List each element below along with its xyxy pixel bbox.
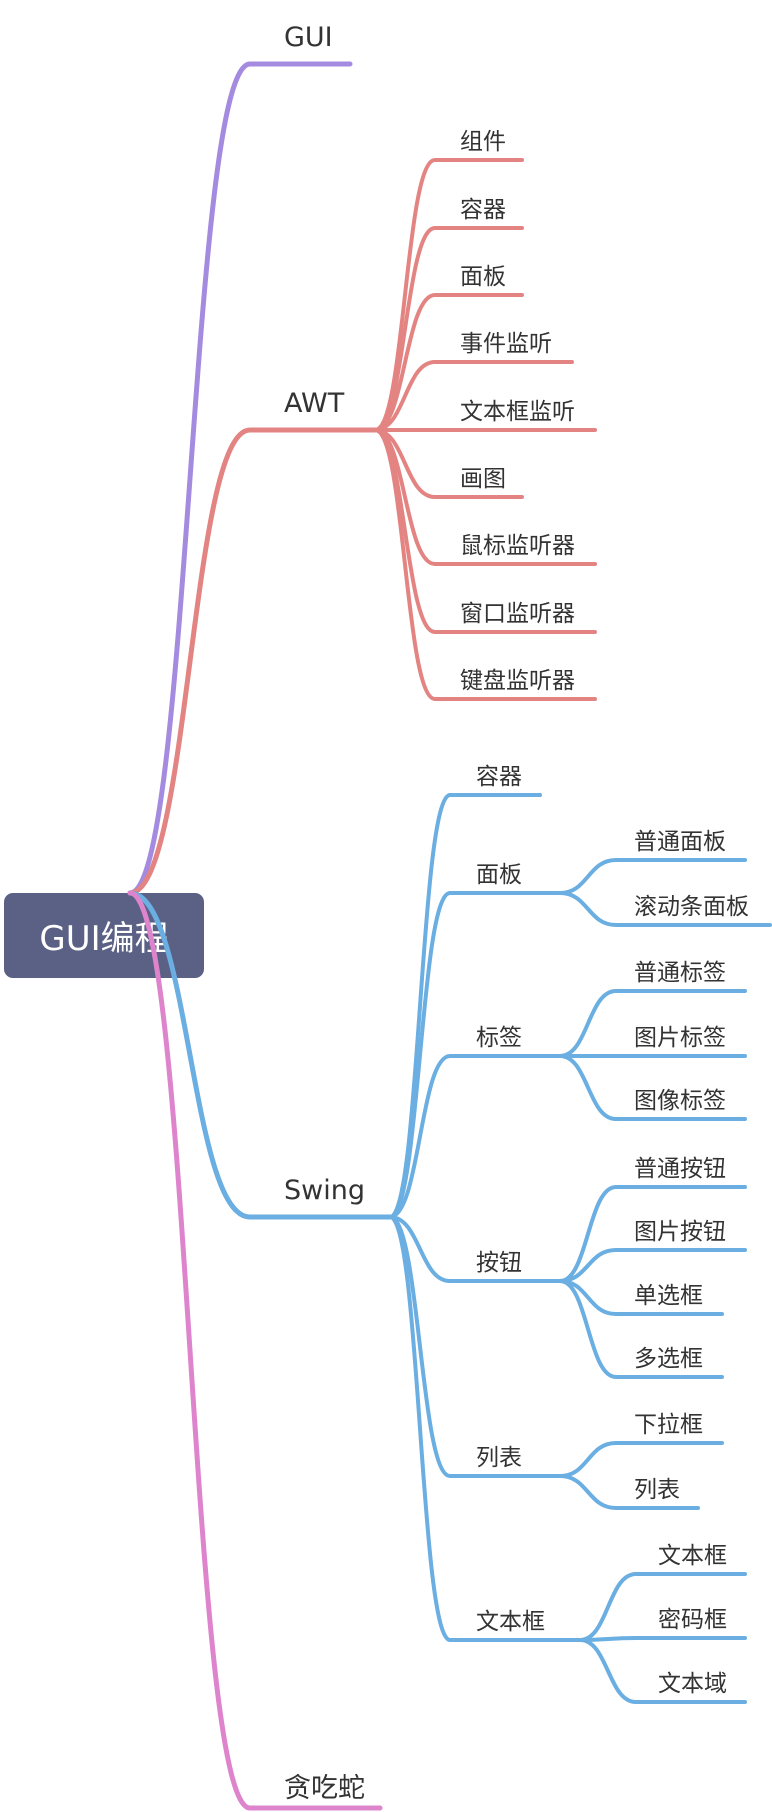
- swing-subitem-label[interactable]: 单选框: [634, 1283, 703, 1309]
- branch-gui-line: [127, 61, 353, 896]
- swing-subitem-label[interactable]: 下拉框: [634, 1412, 703, 1438]
- swing-subitem-label[interactable]: 文本框: [658, 1543, 727, 1569]
- swing-item-label[interactable]: 列表: [476, 1445, 522, 1471]
- swing-subitem-label[interactable]: 滚动条面板: [634, 894, 749, 920]
- swing-item-line: [388, 1215, 582, 1642]
- awt-item-line: [373, 428, 597, 701]
- swing-subitem-label[interactable]: 图像标签: [634, 1088, 726, 1114]
- swing-subitem-label[interactable]: 普通按钮: [634, 1156, 726, 1182]
- swing-item-label[interactable]: 面板: [476, 862, 522, 888]
- awt-item-line: [373, 226, 524, 432]
- swing-item-label[interactable]: 文本框: [476, 1609, 545, 1635]
- swing-subitem-line: [558, 1185, 747, 1283]
- swing-subitem-label[interactable]: 文本域: [658, 1671, 727, 1697]
- awt-item-label[interactable]: 组件: [460, 129, 506, 155]
- awt-item-label[interactable]: 文本框监听: [460, 399, 575, 425]
- awt-item-line: [373, 293, 524, 432]
- swing-subitem-line: [578, 1572, 747, 1642]
- swing-subitem-line: [558, 989, 747, 1058]
- branch-swing-label[interactable]: Swing: [284, 1175, 365, 1206]
- swing-subitem-label[interactable]: 列表: [634, 1477, 680, 1503]
- swing-item-line: [388, 891, 562, 1219]
- swing-subitem-label[interactable]: 图片按钮: [634, 1219, 726, 1245]
- awt-item-line: [373, 360, 574, 432]
- swing-item-line: [388, 1215, 562, 1283]
- swing-subitem-line: [558, 1441, 724, 1478]
- swing-subitem-label[interactable]: 图片标签: [634, 1025, 726, 1051]
- swing-subitem-line: [558, 1279, 724, 1379]
- awt-item-label[interactable]: 键盘监听器: [460, 668, 575, 694]
- swing-subitem-line: [578, 1636, 747, 1642]
- swing-subitem-line: [558, 1248, 747, 1283]
- awt-item-label[interactable]: 鼠标监听器: [460, 533, 575, 559]
- swing-subitem-label[interactable]: 密码框: [658, 1607, 727, 1633]
- awt-item-label[interactable]: 面板: [460, 264, 506, 290]
- awt-item-label[interactable]: 窗口监听器: [460, 601, 575, 627]
- branch-gui-label[interactable]: GUI: [284, 22, 333, 53]
- branch-snake-line: [127, 890, 383, 1811]
- awt-item-label[interactable]: 容器: [460, 197, 506, 223]
- swing-item-label[interactable]: 按钮: [476, 1250, 522, 1276]
- swing-subitem-label[interactable]: 普通标签: [634, 960, 726, 986]
- branch-snake-label[interactable]: 贪吃蛇: [284, 1773, 365, 1804]
- swing-item-line: [388, 1054, 562, 1219]
- awt-item-label[interactable]: 画图: [460, 466, 506, 492]
- awt-item-label[interactable]: 事件监听: [460, 331, 552, 357]
- branch-swing-line: [127, 890, 393, 1220]
- swing-subitem-line: [558, 858, 747, 895]
- swing-item-label[interactable]: 容器: [476, 764, 522, 790]
- swing-subitem-line: [558, 1054, 747, 1121]
- branch-awt-line: [127, 427, 378, 896]
- swing-item-label[interactable]: 标签: [476, 1025, 522, 1051]
- swing-subitem-label[interactable]: 普通面板: [634, 829, 726, 855]
- swing-subitem-line: [578, 1638, 747, 1704]
- branch-awt-label[interactable]: AWT: [284, 388, 345, 419]
- swing-subitem-line: [558, 891, 772, 927]
- swing-subitem-label[interactable]: 多选框: [634, 1346, 703, 1372]
- swing-subitem-line: [558, 1474, 700, 1510]
